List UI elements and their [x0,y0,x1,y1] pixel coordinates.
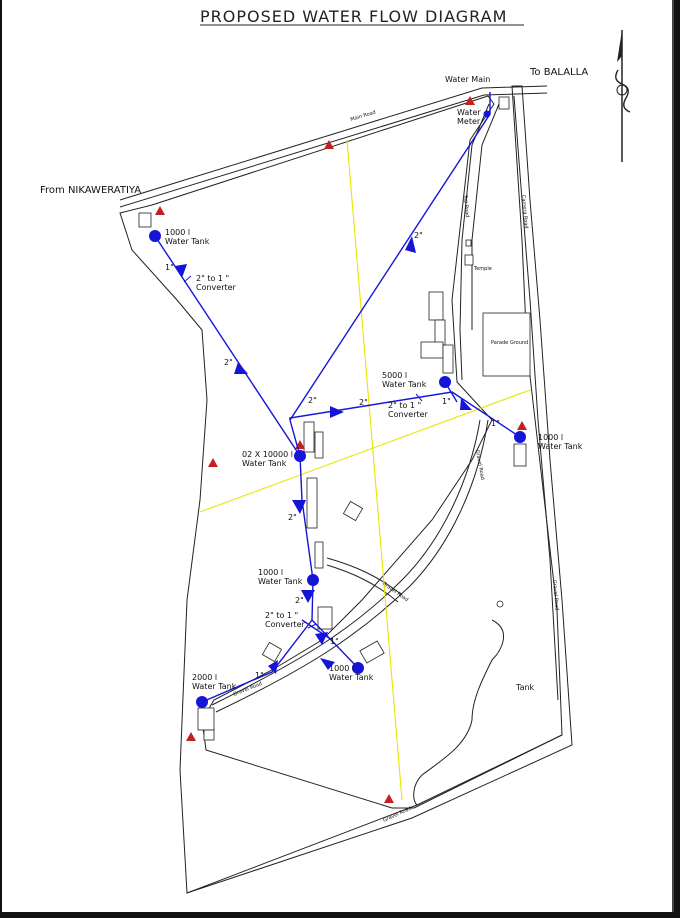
north-arrow-icon [615,30,631,162]
map-title: PROPOSED WATER FLOW DIAGRAM [200,7,507,26]
water-tank-icon [149,110,526,708]
reservoir-outline [413,619,504,806]
buildings [138,96,527,741]
from-nikaweratiya-label: From NIKAWERATIYA [40,185,141,196]
tank-1-capacity: 1000 l [165,228,190,237]
reservoir-label: Tank [515,683,535,692]
tank-7-label: Water Tank [192,682,237,691]
pipe-size-2in-e: 2" [288,513,297,522]
gravel-road-label-north: Gravel Road [474,449,485,480]
gravel-road-main [211,419,481,706]
top-road-edge [471,103,500,330]
pipe-size-2in-a: 2" [414,231,423,240]
temple-label: Temple [473,266,492,272]
tank-7-capacity: 2000 l [192,673,217,682]
parade-ground [482,312,531,377]
main-road-upper [119,85,548,201]
pipe-size-1in-c: 1" [491,419,500,428]
tank-6-capacity: 1000 l [329,664,354,673]
gravel-road-main-edge [215,419,489,713]
tank-3-capacity: 1000 l [538,433,563,442]
camera-road-label: Camera Road [520,195,529,229]
pipe-size-1in-a: 1" [165,263,174,272]
converter-2-label: Converter [388,410,429,419]
gravel-road-side [326,557,403,596]
top-road-label: Top Road [462,194,470,218]
camera-road [513,95,559,701]
water-flow-map: PROPOSED WATER FLOW DIAGRAM Main Road To… [40,7,631,894]
converter-3-spec: 2" to 1 " [265,611,298,620]
grid-line-horizontal [199,389,531,513]
main-road-lower [119,92,548,208]
top-road [459,103,490,381]
tank-5-capacity: 1000 l [258,568,283,577]
tank-3-label: Water Tank [538,442,583,451]
pipe-size-1in-e: 1" [330,637,339,646]
converter-marks [183,275,423,629]
water-meter-label-2: Meter [457,117,481,126]
pipe-size-2in-f: 2" [295,596,304,605]
tank-2-capacity: 5000 l [382,371,407,380]
pipe-size-1in-b: 1" [442,397,451,406]
gravel-road-label-east: Gravel Road [551,580,560,611]
pipe-size-1in-d: 1" [255,671,264,680]
pipe-size-2in-d: 2" [359,398,368,407]
tank-1-label: Water Tank [165,237,210,246]
water-main-label: Water Main [445,75,490,84]
parade-ground-label: Parade Ground [491,340,528,346]
tank-5-label: Water Tank [258,577,303,586]
main-road-label: Main Road [350,110,377,123]
converter-1-label: Converter [196,283,237,292]
gravel-road-south [186,734,563,894]
gravel-road-label-west: Gravel Road [233,681,264,698]
to-balalla-label: To BALALLA [529,67,588,78]
temple-building [464,254,474,266]
reservoir-point [496,600,504,608]
pipe-size-2in-b: 2" [224,358,233,367]
converter-3-label: Converter [265,620,306,629]
flow-arrow-icon [175,236,472,674]
water-meter-label-1: Water [457,108,481,117]
tank-2-label: Water Tank [382,380,427,389]
tank-4-label: Water Tank [242,459,287,468]
tank-6-label: Water Tank [329,673,374,682]
red-triangle-marker-icon [155,96,527,803]
converter-2-spec: 2" to 1 " [388,401,421,410]
gravel-road-side-edge [326,564,399,603]
temple-annex [465,239,472,247]
grid-line-vertical [346,139,403,801]
property-boundary [119,85,573,894]
pipe-size-2in-c: 2" [308,396,317,405]
converter-1-spec: 2" to 1 " [196,274,229,283]
tank-4-capacity: 02 X 10000 l [242,450,293,459]
